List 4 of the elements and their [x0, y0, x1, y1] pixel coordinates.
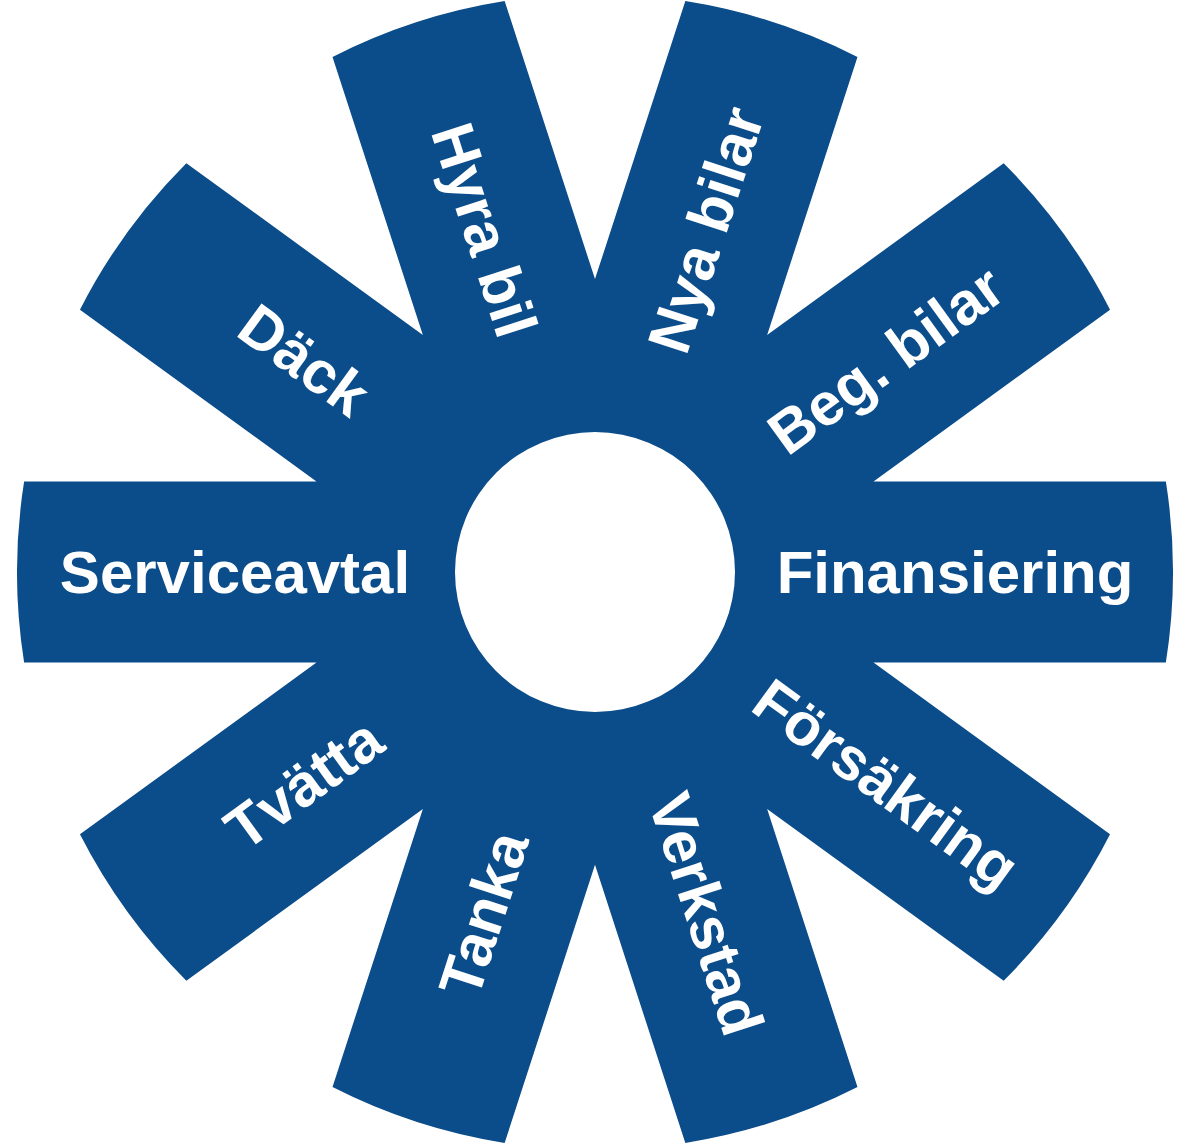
spoke-label: Serviceavtal [59, 537, 411, 607]
spoke-label: Hyra bil [416, 114, 551, 345]
spoke-label: Finansiering [776, 537, 1134, 607]
spoke-label: Tanka [424, 823, 543, 1006]
